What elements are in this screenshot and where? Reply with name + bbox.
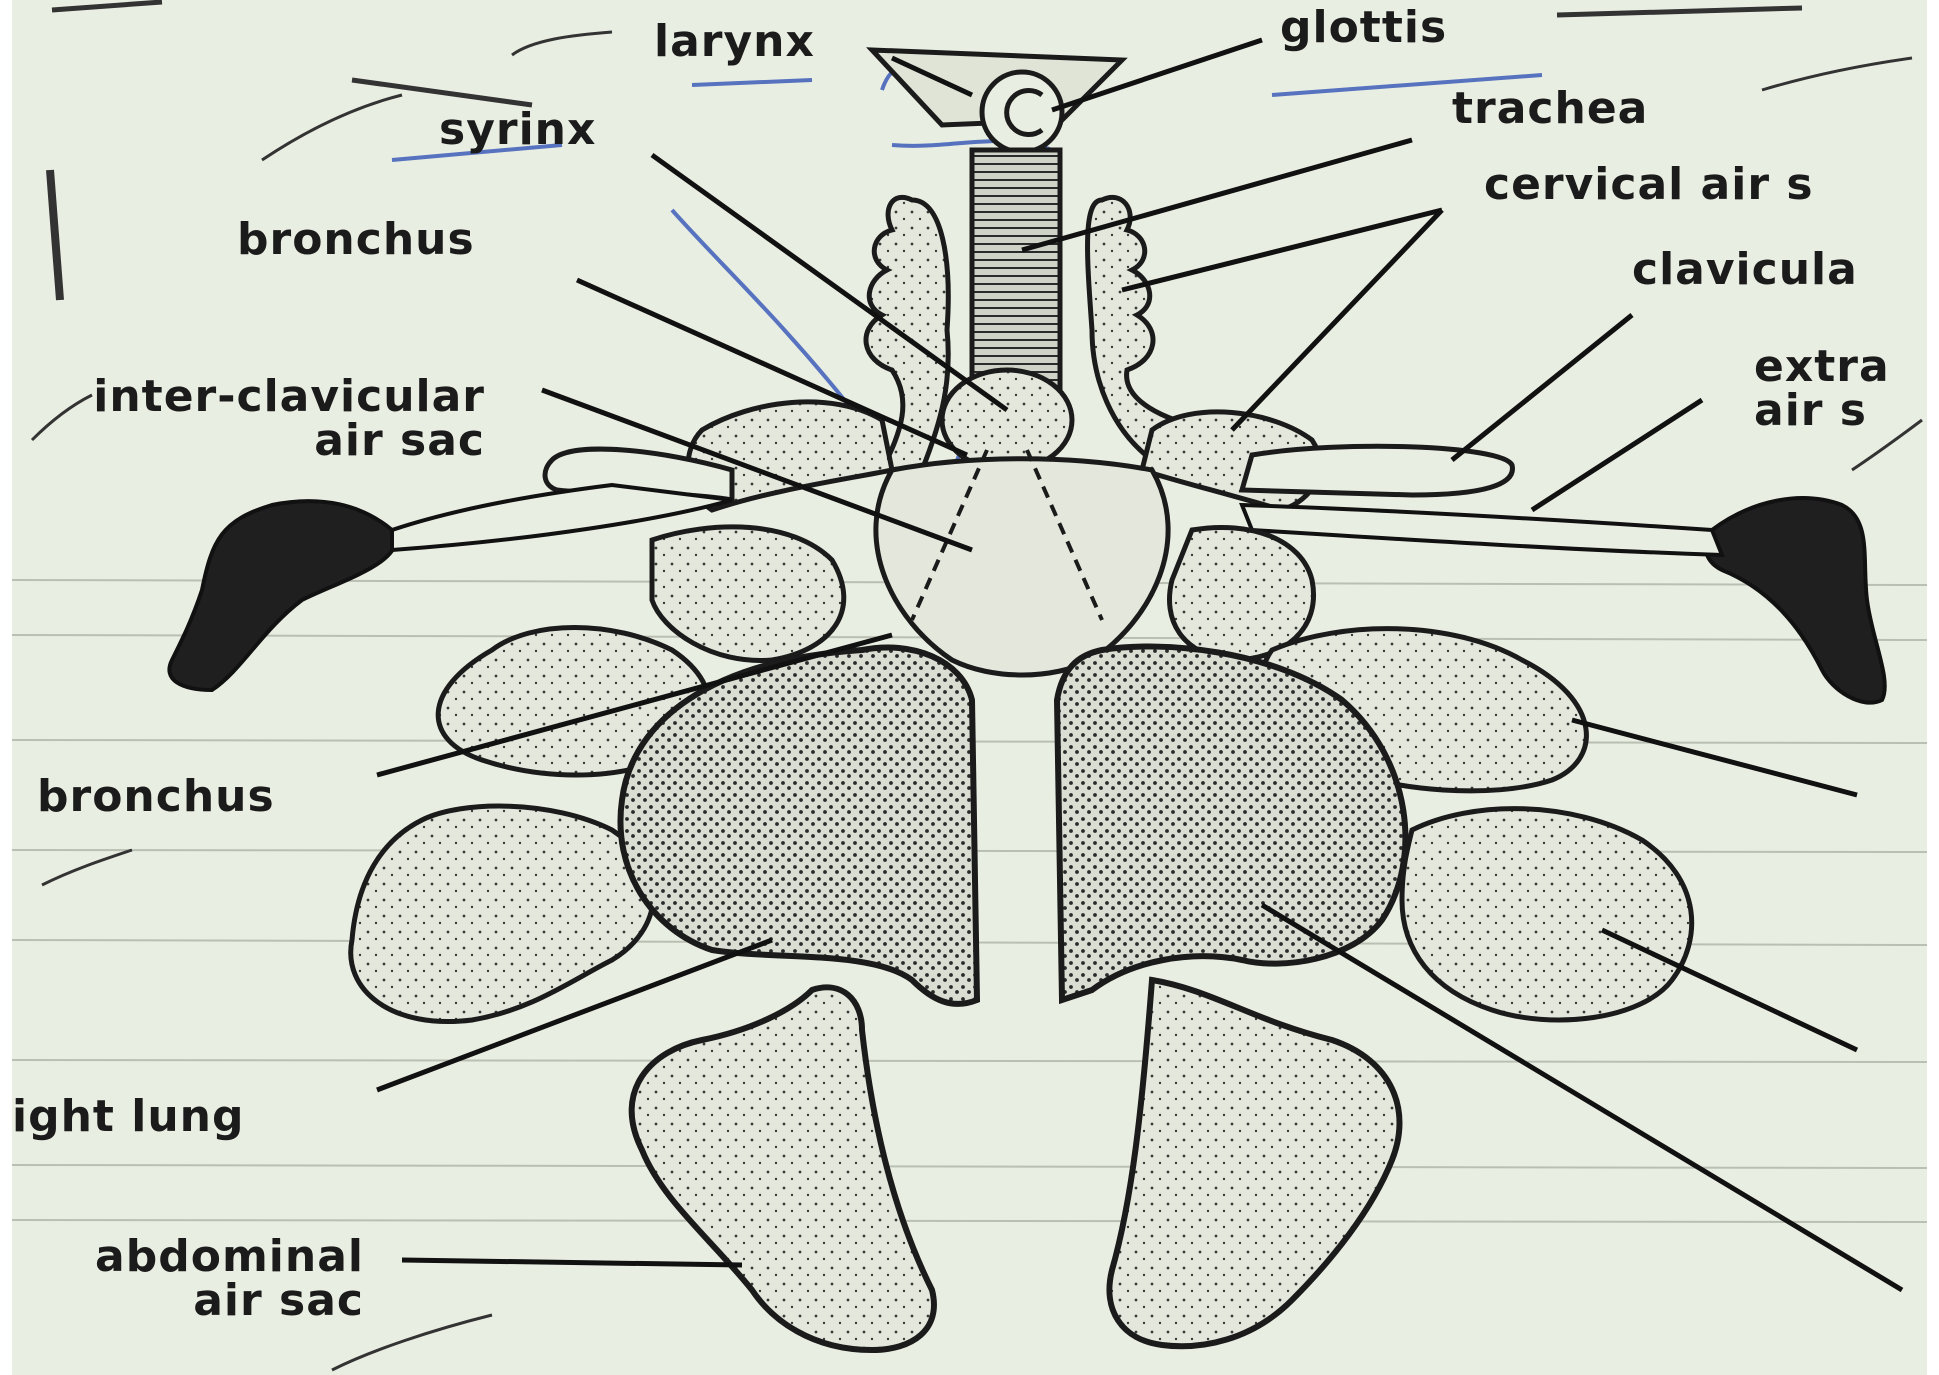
label-syrinx: syrinx <box>439 108 596 152</box>
label-glottis: glottis <box>1280 6 1447 50</box>
abdominal-air-sacs <box>632 980 1400 1350</box>
label-bronchus-lower: bronchus <box>37 775 275 819</box>
label-trachea: trachea <box>1452 87 1648 131</box>
label-extra-line2: air s <box>1754 389 1890 433</box>
label-abdominal-line2: air sac <box>12 1279 364 1323</box>
label-right-lung: ight lung <box>12 1095 244 1139</box>
label-clavicular: clavicula <box>1632 248 1858 292</box>
inter-clavicular-air-sac <box>876 459 1168 675</box>
label-cervical-air-sac: cervical air s <box>1484 163 1814 207</box>
label-larynx: larynx <box>654 20 815 64</box>
worksheet-page: larynx glottis syrinx trachea cervical a… <box>12 0 1927 1375</box>
label-inter-clavicular-line1: inter-clavicular <box>20 375 485 419</box>
label-abdominal-air-sac: abdominal air sac <box>12 1235 364 1323</box>
label-extra-line1: extra <box>1754 345 1890 389</box>
side-air-sacs <box>351 628 1692 1022</box>
label-bronchus-upper: bronchus <box>237 218 475 262</box>
label-abdominal-line1: abdominal <box>12 1235 364 1279</box>
label-inter-clavicular: inter-clavicular air sac <box>20 375 485 463</box>
trachea-tube <box>972 150 1060 395</box>
label-extra-air-sac: extra air s <box>1754 345 1890 433</box>
label-inter-clavicular-line2: air sac <box>20 419 485 463</box>
